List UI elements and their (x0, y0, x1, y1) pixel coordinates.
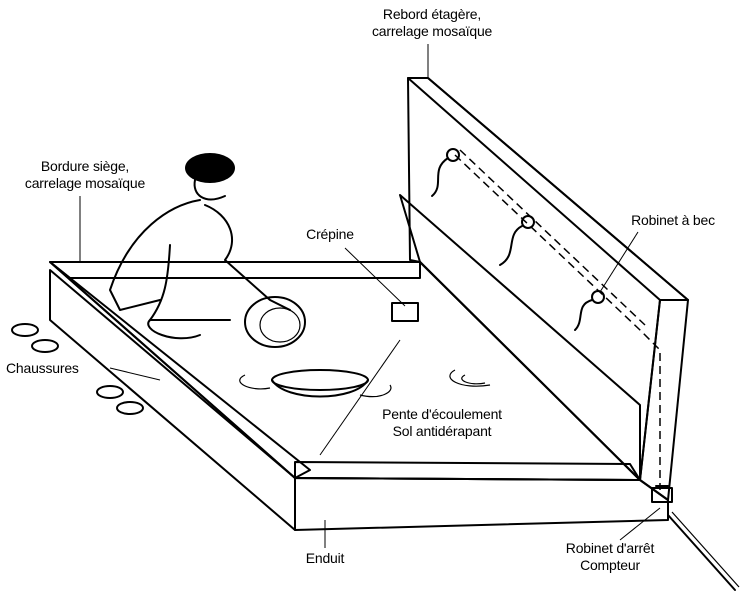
leader-lines (79, 44, 661, 548)
label-spout-tap: Robinet à bec (631, 212, 715, 228)
side-mesh-panel (399, 194, 641, 481)
stop-valve-meter-icon (651, 485, 673, 503)
label-shelf-edge: Rebord étagère, carrelage mosaïque (372, 6, 492, 40)
tap-3-icon (574, 290, 605, 331)
label-seat-border-line1: Bordure siège, (40, 158, 130, 174)
label-slope-line1: Pente d'écoulement (382, 406, 502, 422)
water-ripples (449, 369, 491, 387)
label-render: Enduit (305, 550, 345, 566)
label-shelf-edge-line1: Rebord étagère, (382, 6, 482, 22)
label-stop-valve-line2: Compteur (580, 557, 640, 573)
back-wall (407, 77, 689, 501)
label-seat-border-line2: carrelage mosaïque (24, 175, 146, 191)
label-stop-valve-line1: Robinet d'arrêt (565, 540, 655, 556)
label-strainer: Crépine (306, 226, 354, 242)
basin (239, 369, 392, 398)
water-pipe (454, 149, 740, 591)
woman-figure (109, 153, 306, 348)
label-shelf-edge-line2: carrelage mosaïque (372, 23, 493, 39)
slab-front-face (49, 269, 669, 531)
label-slope: Pente d'écoulement Sol antidérapant (362, 406, 522, 440)
strainer-icon (391, 302, 419, 322)
label-slope-line2: Sol antidérapant (392, 423, 492, 439)
tap-2-icon (499, 215, 535, 266)
shoes-icon (11, 323, 144, 415)
label-stop-valve: Robinet d'arrêt Compteur (550, 540, 670, 574)
label-seat-border: Bordure siège, carrelage mosaïque (10, 158, 160, 192)
label-shoes: Chaussures (6, 360, 79, 376)
tap-1-icon (431, 148, 460, 197)
